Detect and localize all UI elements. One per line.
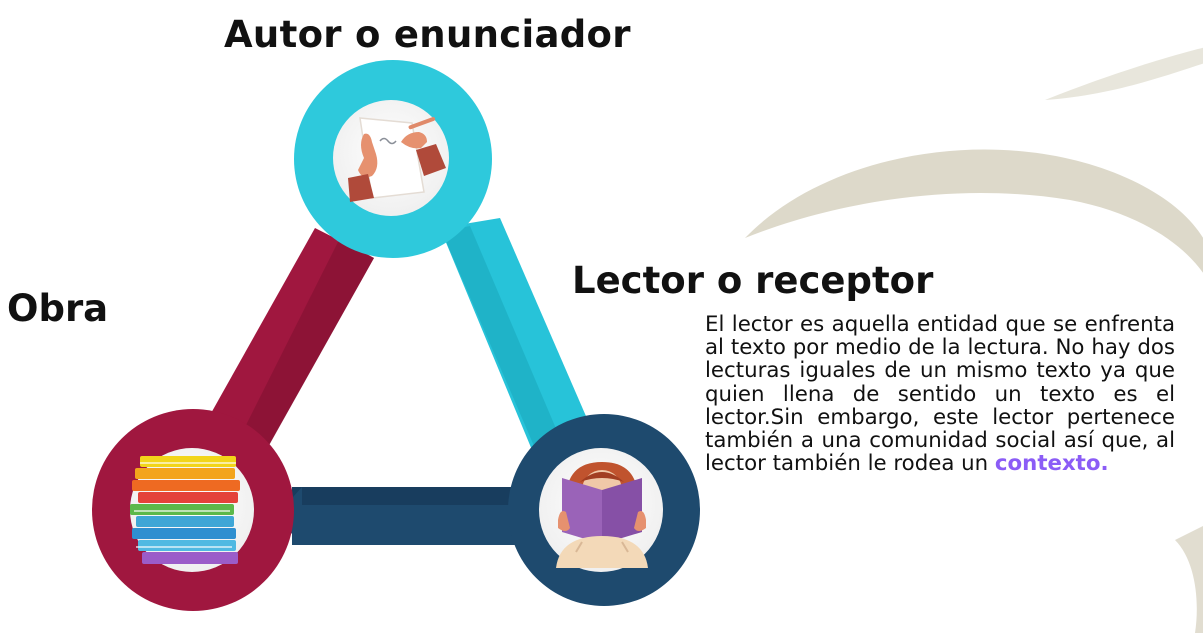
context-highlight: contexto. bbox=[994, 451, 1109, 477]
book-stack-icon bbox=[130, 456, 240, 564]
lector-description: El lector es aquella entidad que se enfr… bbox=[705, 313, 1175, 475]
reader-person-icon bbox=[556, 462, 648, 568]
node-label-autor: Autor o enunciador bbox=[224, 13, 631, 56]
writing-hands-icon bbox=[348, 116, 446, 202]
edge-autor-lector-shade bbox=[442, 226, 560, 446]
node-label-obra: Obra bbox=[7, 287, 109, 330]
description-text: El lector es aquella entidad que se enfr… bbox=[705, 312, 1175, 477]
edge-lector-obra-shade bbox=[292, 487, 568, 505]
node-label-lector: Lector o receptor bbox=[572, 259, 934, 302]
edge-obra-autor-shade bbox=[236, 238, 374, 458]
